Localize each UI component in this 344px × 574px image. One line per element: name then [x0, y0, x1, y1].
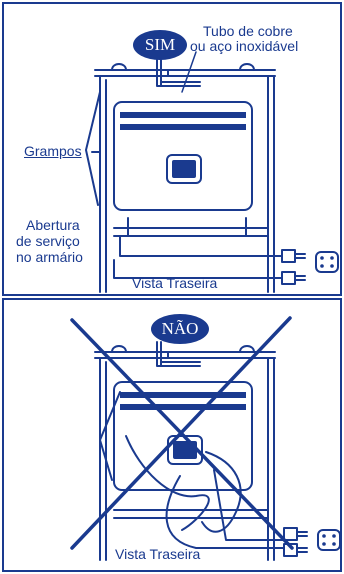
clamps-label: Grampos: [24, 143, 82, 159]
nao-badge: NÃO: [151, 314, 209, 344]
big-x-cross-icon: [70, 316, 294, 550]
top-electrical-outlet-icon: [315, 251, 339, 273]
bottom-view-label: Vista Traseira: [115, 546, 201, 562]
opening-label-line2: de serviço: [16, 233, 80, 249]
bottom-panel-frame: [2, 298, 342, 572]
sim-badge: SIM: [133, 30, 187, 60]
top-clamps: [85, 91, 101, 206]
pipe-label-line2: ou aço inoxidável: [190, 38, 299, 54]
top-gas-pipe: [156, 59, 201, 87]
top-panel-frame: [2, 2, 342, 296]
bottom-stove-rear-view: [94, 345, 276, 561]
top-view-label: Vista Traseira: [132, 275, 218, 291]
bottom-electrical-outlet-icon: [317, 529, 341, 551]
pipe-label-line1: Tubo de cobre: [203, 23, 293, 39]
top-stove-rear-view: [94, 63, 276, 293]
opening-label-line3: no armário: [16, 249, 83, 265]
opening-label-line1: Abertura: [26, 217, 80, 233]
